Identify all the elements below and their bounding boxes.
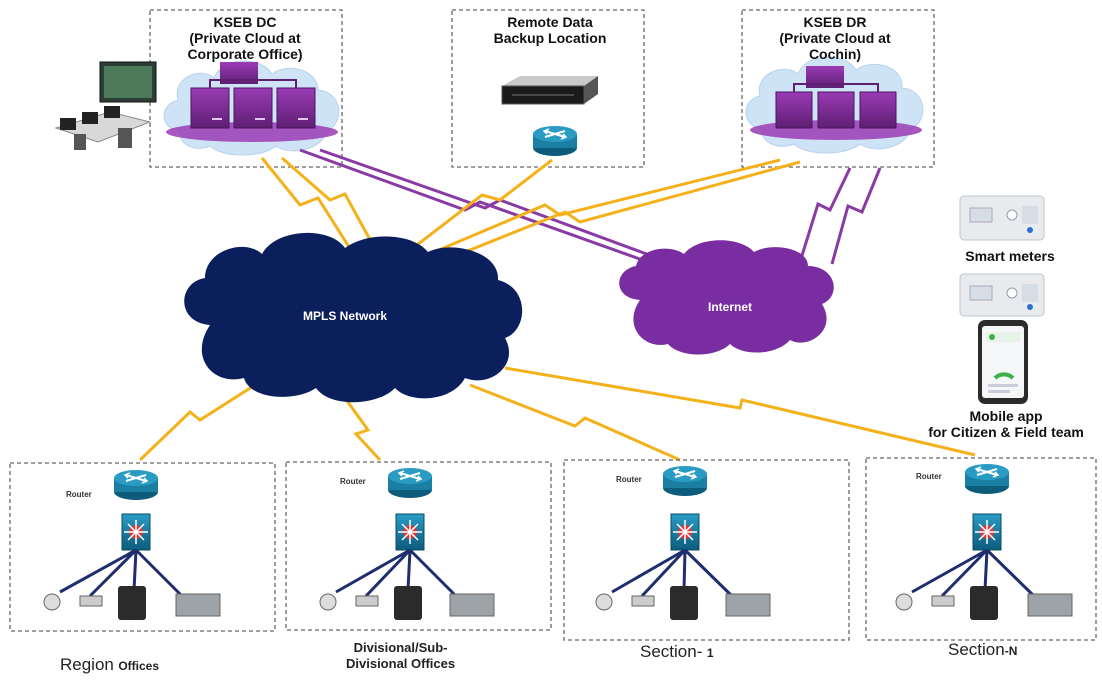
router-label-region: Router [66, 490, 92, 499]
office-section-1 [563, 459, 850, 641]
office-section-n [865, 457, 1097, 641]
smart-meters-label: Smart meters [965, 248, 1055, 264]
caption-section-1-b: 1 [706, 646, 714, 660]
mobile-app-line2: for Citizen & Field team [928, 424, 1084, 441]
dc-title: KSEB DC (Private Cloud at Corporate Offi… [170, 14, 320, 62]
backup-title-line1: Remote Data [507, 14, 593, 30]
internet-cloud [619, 240, 834, 355]
dr-title-line1: KSEB DR [803, 14, 867, 30]
caption-section-n-b: -N [1004, 644, 1018, 658]
caption-section-n: Section-N [948, 640, 1017, 660]
caption-region-a: Region [60, 655, 114, 674]
backup-box [451, 9, 645, 168]
dc-title-line2: (Private Cloud at [189, 30, 301, 47]
caption-section-1: Section- 1 [640, 642, 714, 662]
router-label-section-1: Router [616, 475, 642, 484]
mobile-app-line1: Mobile app [969, 408, 1043, 424]
dc-title-line1: KSEB DC [213, 14, 277, 30]
backup-router-icon [532, 125, 578, 157]
control-room-icon [54, 61, 157, 150]
caption-region-b: Offices [118, 659, 160, 673]
mpls-label: MPLS Network [303, 309, 387, 323]
internet-label: Internet [708, 300, 752, 314]
caption-divisional-a: Divisional/Sub- [353, 640, 448, 655]
dc-cloud [163, 60, 340, 156]
caption-region: Region Offices [60, 655, 159, 675]
mpls-cloud [184, 232, 523, 403]
backup-title-line2: Backup Location [493, 30, 607, 47]
caption-divisional-b: Divisional Offices [346, 655, 456, 671]
caption-section-1-a: Section- [640, 642, 703, 661]
backup-server-icon [501, 76, 598, 105]
smart-meter-icon-2 [959, 273, 1045, 317]
dc-title-line3: Corporate Office) [187, 46, 303, 63]
dr-cloud [745, 56, 924, 154]
router-label-divisional: Router [340, 477, 366, 486]
wan-links [138, 148, 976, 462]
mobile-phone-icon [978, 320, 1028, 404]
caption-divisional: Divisional/Sub- Divisional Offices [346, 640, 455, 671]
router-label-section-n: Router [916, 472, 942, 481]
dr-title: KSEB DR (Private Cloud at Cochin) [760, 14, 910, 62]
caption-section-n-a: Section [948, 640, 1005, 659]
dr-title-line2: (Private Cloud at [779, 30, 891, 47]
smart-meter-icon [959, 195, 1045, 241]
office-devices [43, 586, 1073, 620]
dr-title-line3: Cochin) [808, 46, 862, 63]
office-endpoints [59, 548, 1036, 598]
backup-title: Remote Data Backup Location [470, 14, 630, 46]
dr-box [741, 9, 935, 168]
mobile-app-label: Mobile app for Citizen & Field team [916, 408, 1096, 440]
